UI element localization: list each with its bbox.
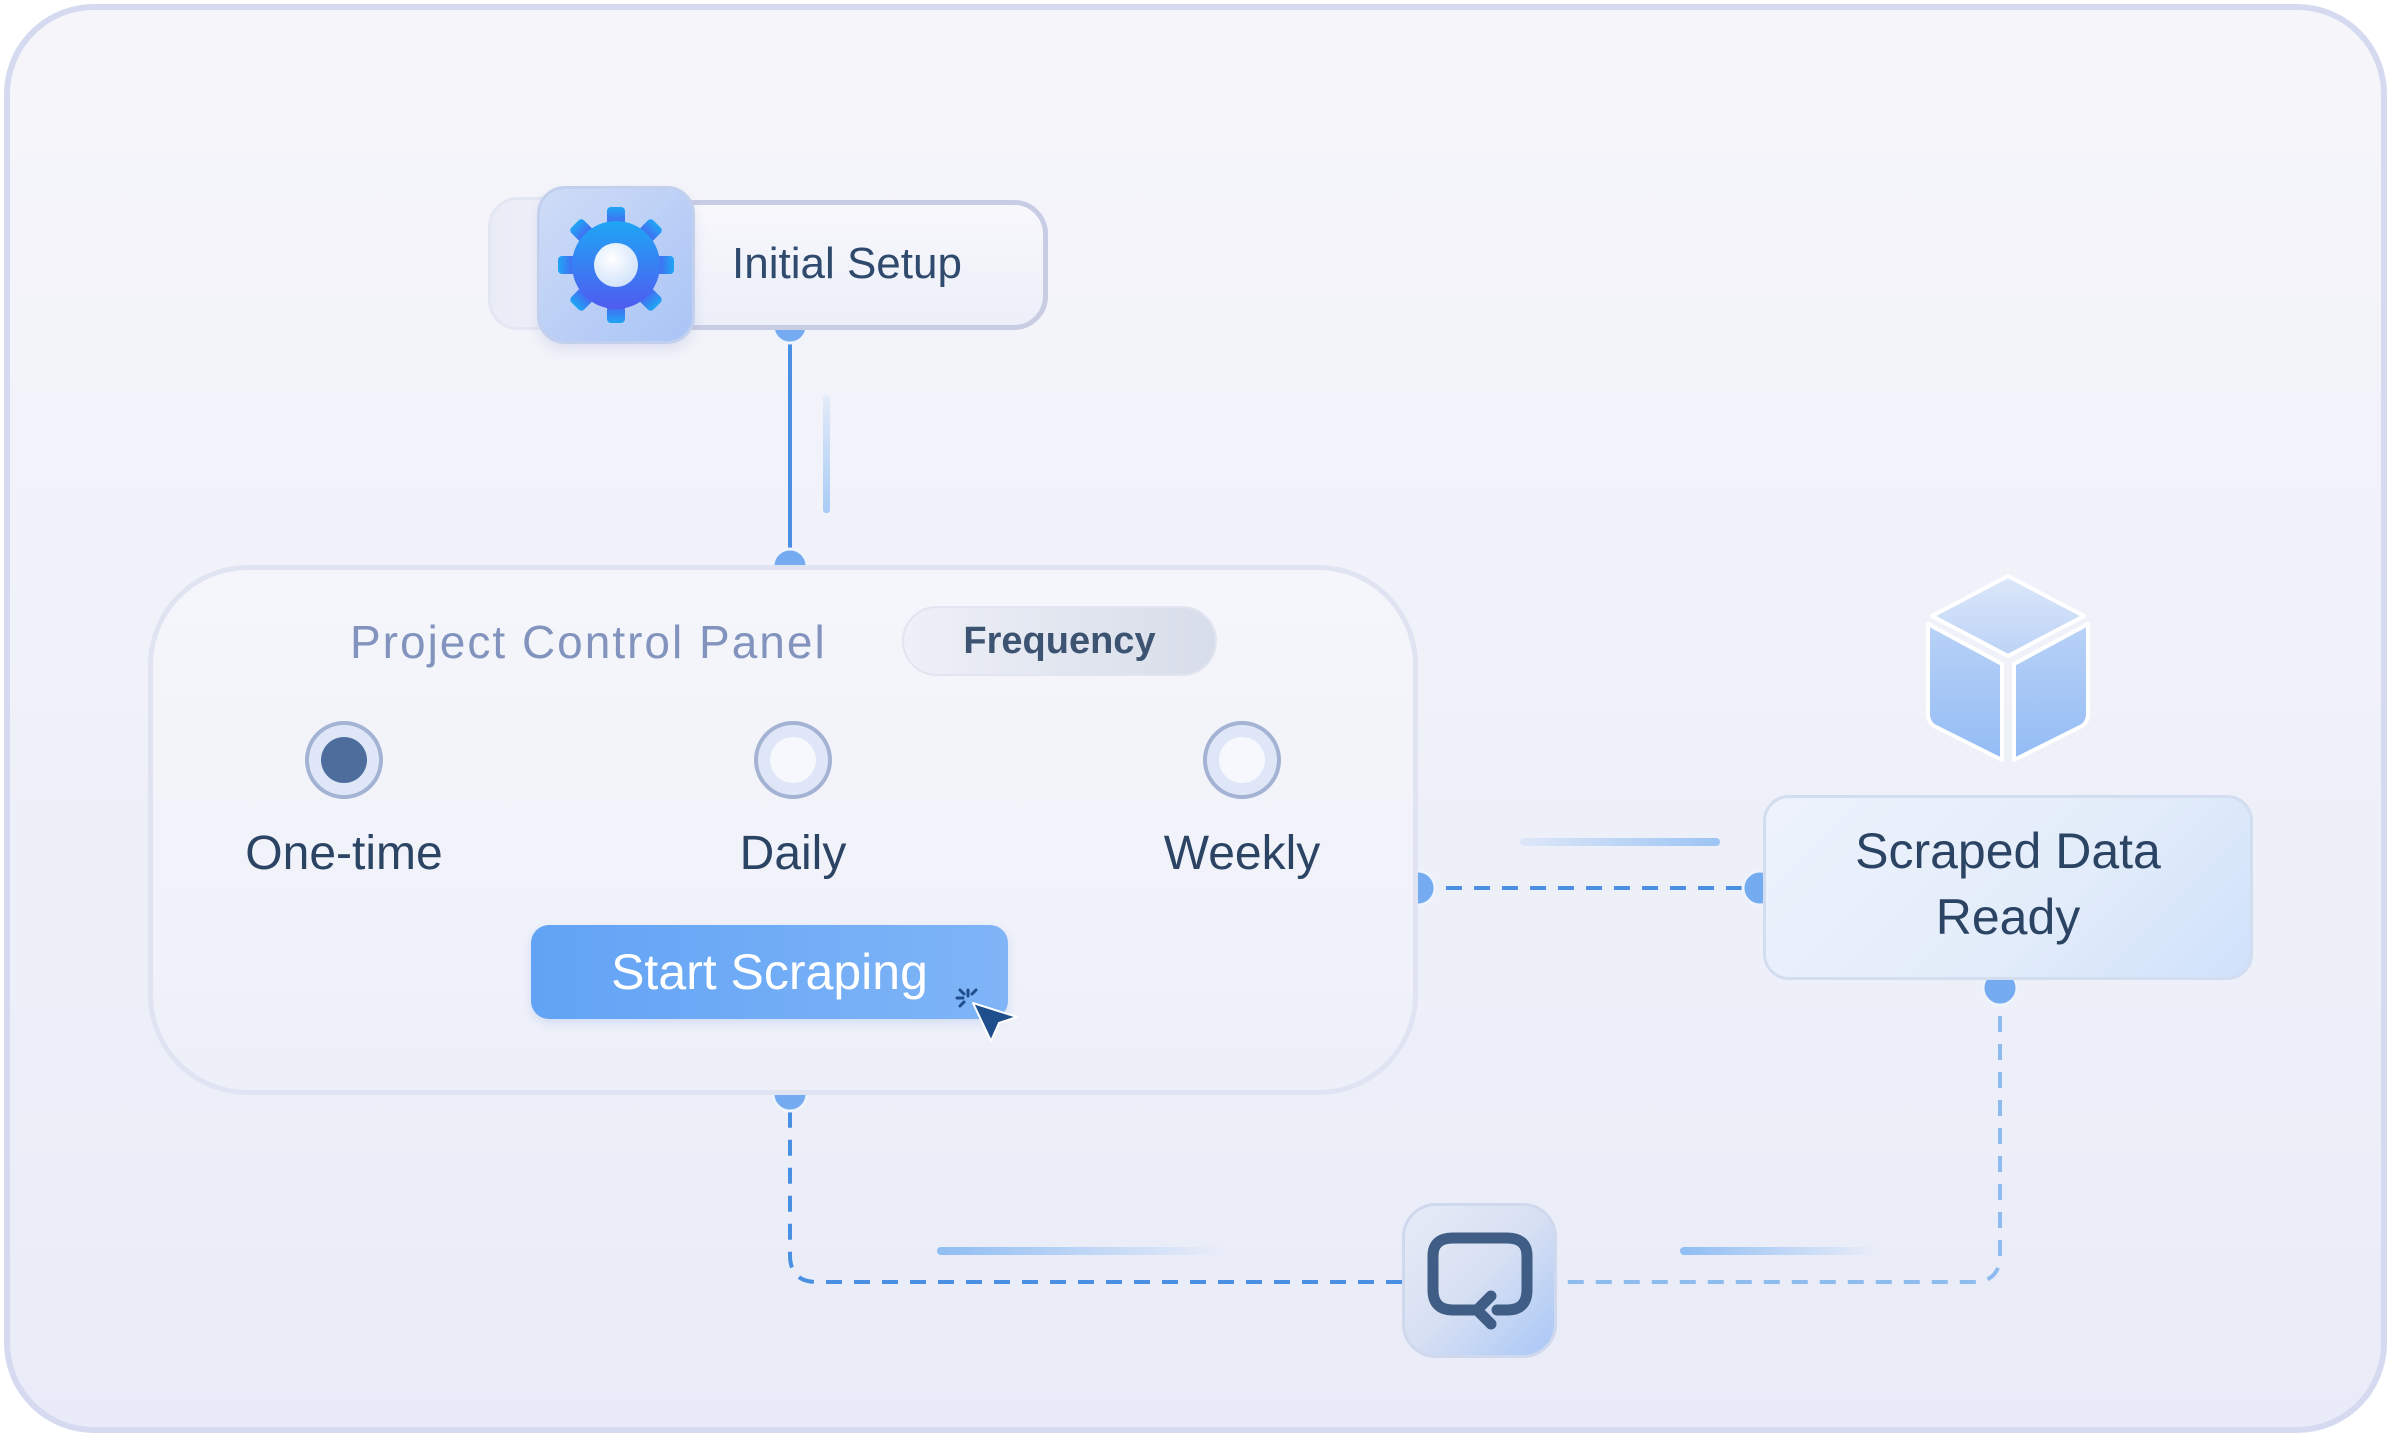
radio-weekly[interactable]	[1203, 721, 1281, 799]
radio-label-one-time: One-time	[245, 827, 443, 880]
scraped-data-label: Scraped Data Ready	[1763, 818, 2253, 950]
radio-daily[interactable]	[754, 721, 832, 799]
scraped-data-label-line2: Ready	[1935, 889, 2081, 945]
initial-setup-label: Initial Setup	[732, 239, 962, 288]
radio-one-time[interactable]	[305, 721, 383, 799]
radio-label-weekly: Weekly	[1163, 827, 1321, 880]
frequency-badge: Frequency	[902, 606, 1217, 676]
radio-label-daily: Daily	[739, 827, 847, 880]
pointer-click-icon	[955, 988, 1018, 1042]
decor-accent-vertical	[823, 395, 830, 513]
scraped-data-node[interactable]	[1763, 795, 2253, 980]
edge-data-to-loop	[1557, 988, 2002, 1284]
decor-accent-bottom-right	[1680, 1247, 1880, 1255]
setup-icon-tile	[537, 186, 695, 344]
scraped-data-label-line1: Scraped Data	[1855, 823, 2161, 879]
gear-icon	[558, 207, 674, 323]
edge-loop-to-panel	[788, 1094, 1402, 1284]
decor-accent-right	[1520, 838, 1720, 846]
repeat-loop-icon	[1427, 1232, 1533, 1330]
start-scraping-button[interactable]: Start Scraping	[531, 925, 1008, 1019]
decor-accent-bottom-left	[937, 1247, 1227, 1255]
cube-icon	[1926, 574, 2090, 762]
panel-title: Project Control Panel	[350, 616, 827, 668]
